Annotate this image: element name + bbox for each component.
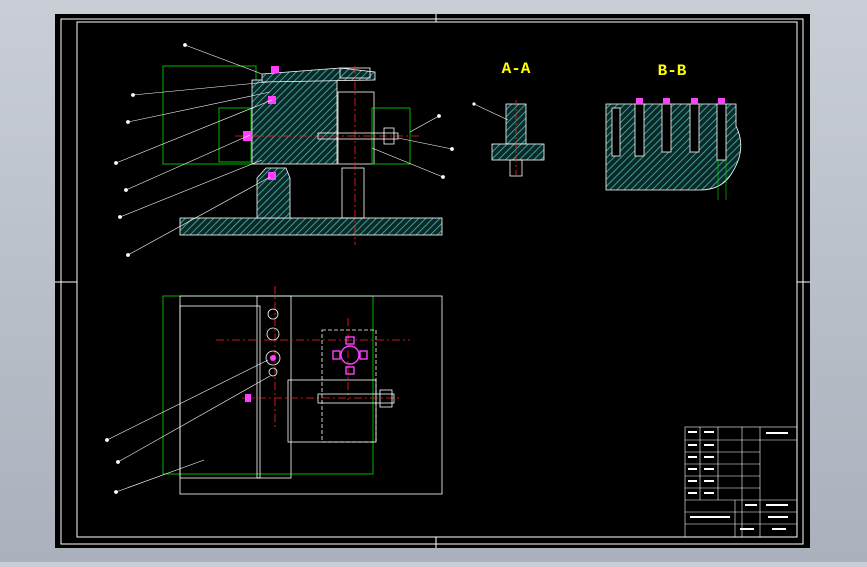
top-nut bbox=[379, 389, 393, 408]
title-block-marks bbox=[688, 431, 788, 530]
top-holes bbox=[265, 308, 281, 377]
bolt-top bbox=[271, 66, 279, 73]
top-view bbox=[162, 286, 443, 495]
section-b-title: B-B bbox=[658, 62, 687, 80]
base-plate bbox=[179, 217, 443, 236]
bracket-block bbox=[251, 79, 338, 165]
bolt-3 bbox=[268, 172, 276, 180]
top-column bbox=[256, 295, 292, 479]
section-b-b: B-B bbox=[605, 62, 742, 200]
center-marks bbox=[55, 14, 810, 548]
clamp-knob bbox=[332, 336, 368, 375]
front-view bbox=[162, 65, 443, 245]
top-hole-pin bbox=[270, 355, 276, 361]
support-column bbox=[256, 167, 291, 219]
clamp-lever bbox=[261, 67, 376, 83]
work-housing bbox=[337, 91, 375, 165]
title-block bbox=[684, 426, 798, 538]
shaft-nut bbox=[383, 127, 395, 145]
bolt-1 bbox=[243, 131, 251, 141]
shaft-column bbox=[341, 167, 365, 219]
front-leaders bbox=[114, 43, 454, 257]
inner-frame bbox=[76, 21, 798, 538]
section-a-a: A-A bbox=[472, 60, 545, 178]
top-plate bbox=[179, 305, 261, 479]
section-a-plate bbox=[491, 143, 545, 161]
drawing-sheet bbox=[55, 14, 810, 548]
top-shaft bbox=[317, 393, 395, 404]
section-a-title: A-A bbox=[502, 60, 531, 78]
shaft-bolt bbox=[317, 132, 399, 140]
top-clamp-body bbox=[287, 379, 377, 443]
top-leaders bbox=[105, 359, 271, 494]
side-dimension-box bbox=[371, 107, 411, 165]
